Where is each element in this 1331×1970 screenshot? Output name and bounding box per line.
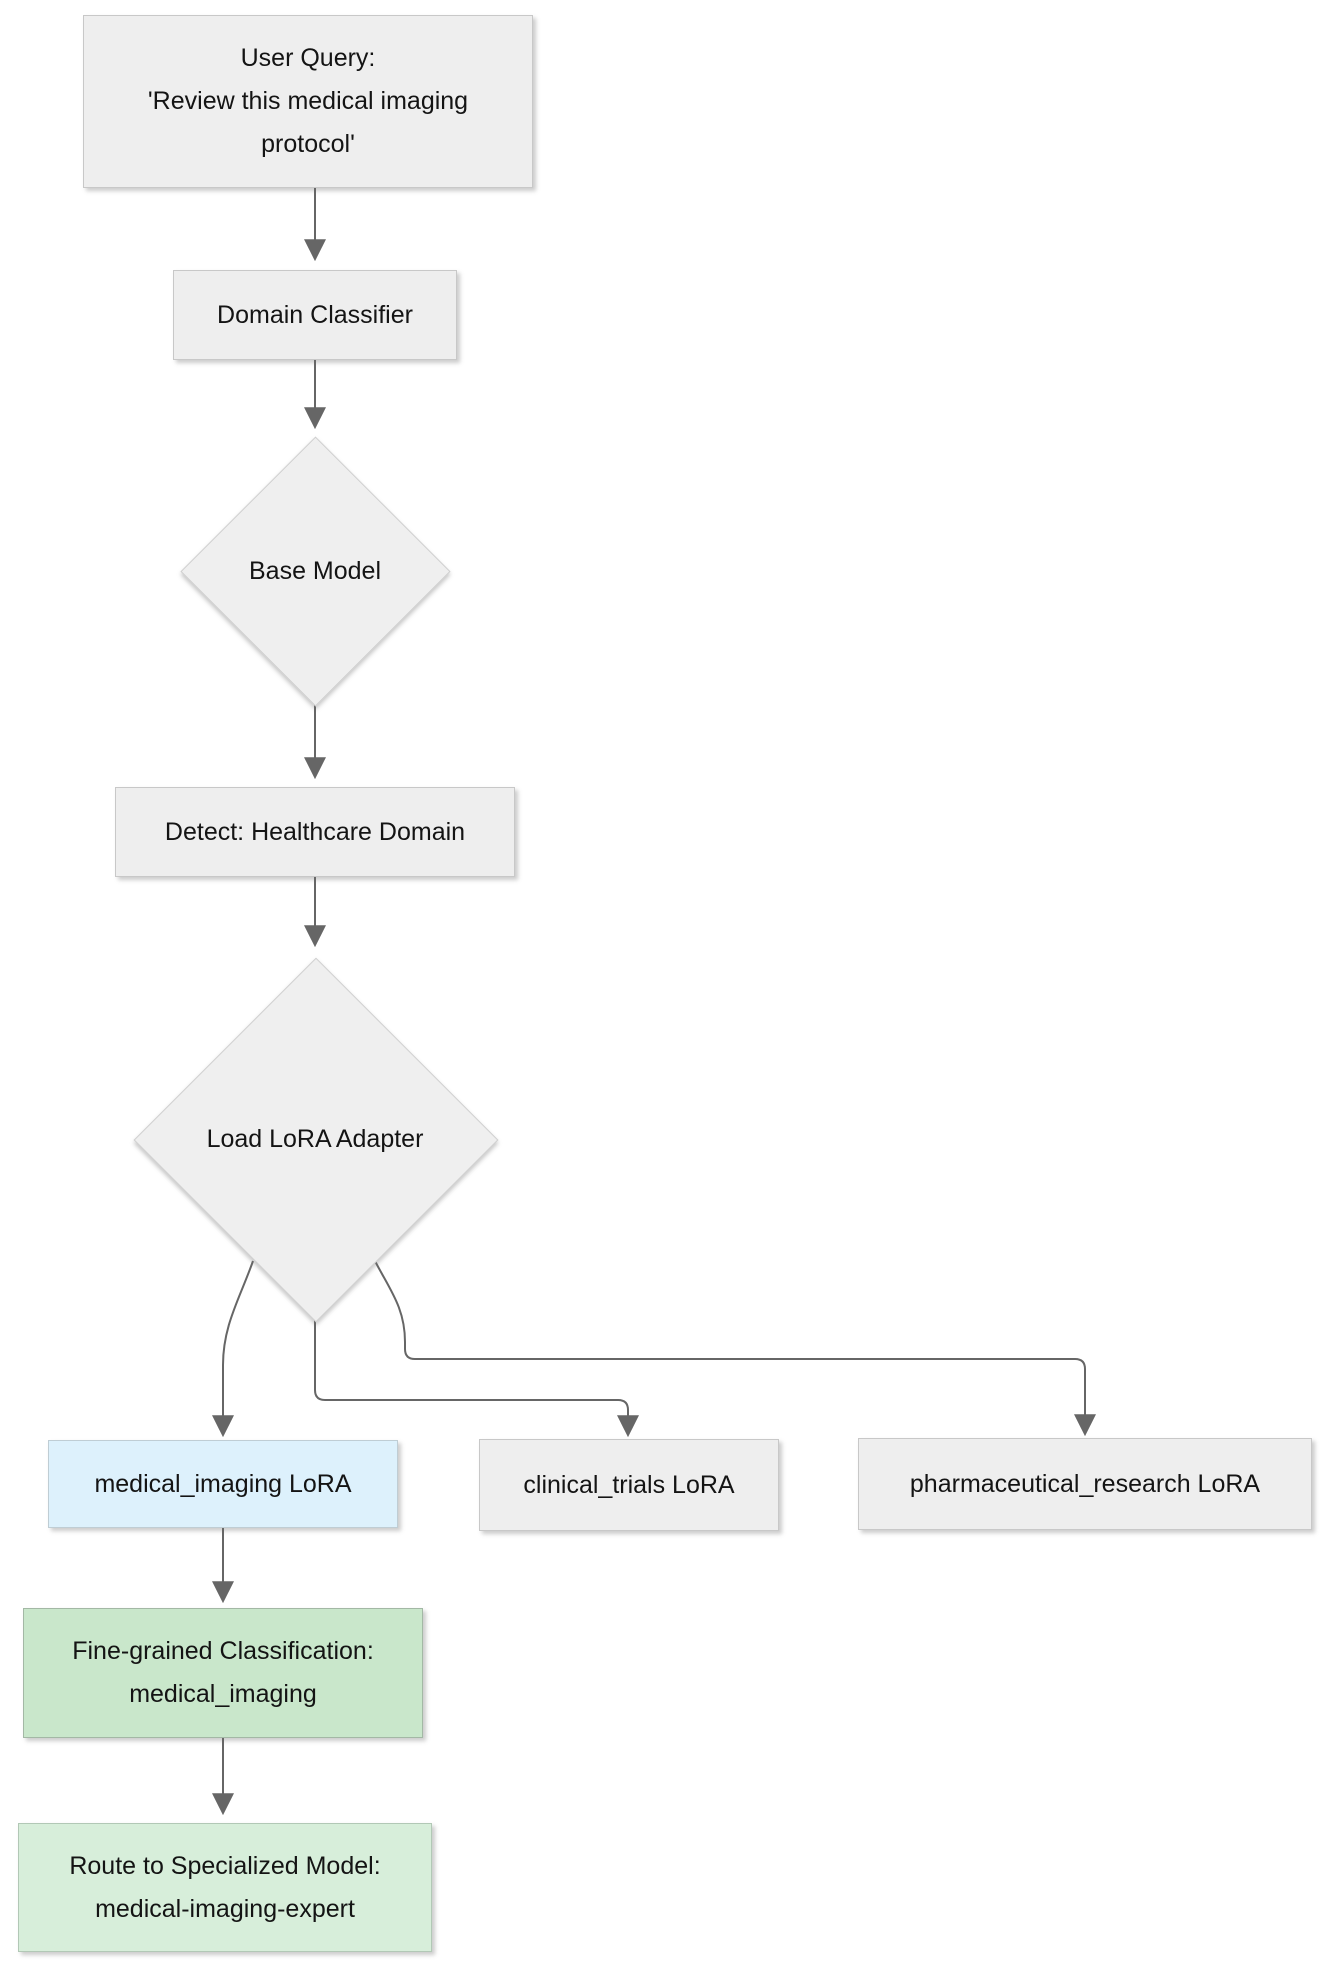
node-clinical-trials-lora: clinical_trials LoRA — [479, 1439, 779, 1531]
node-route-specialized-label: Route to Specialized Model: medical-imag… — [69, 1851, 381, 1923]
edge-load-lora-to-clinical-trials — [314, 1319, 639, 1438]
node-pharmaceutical-lora-label: pharmaceutical_research LoRA — [909, 1469, 1261, 1498]
node-fine-grained-label: Fine-grained Classification: medical_ima… — [72, 1637, 374, 1708]
node-medical-imaging-lora-label: medical_imaging LoRA — [94, 1469, 352, 1498]
node-medical-imaging-lora: medical_imaging LoRA — [48, 1440, 398, 1528]
node-fine-grained: Fine-grained Classification: medical_ima… — [23, 1608, 423, 1738]
node-pharmaceutical-lora: pharmaceutical_research LoRA — [858, 1438, 1312, 1530]
node-domain-classifier-label: Domain Classifier — [217, 300, 413, 329]
node-detect-healthcare-label: Detect: Healthcare Domain — [164, 817, 466, 846]
edge-load-lora-to-pharmaceutical — [374, 1260, 1096, 1437]
node-clinical-trials-lora-label: clinical_trials LoRA — [523, 1470, 735, 1499]
node-domain-classifier: Domain Classifier — [173, 270, 457, 360]
node-user-query-label: User Query: 'Review this medical imaging… — [147, 44, 469, 158]
node-detect-healthcare: Detect: Healthcare Domain — [115, 787, 515, 877]
node-user-query: User Query: 'Review this medical imaging… — [83, 15, 533, 188]
node-route-specialized: Route to Specialized Model: medical-imag… — [18, 1823, 432, 1952]
edge-load-lora-to-medical-imaging — [212, 1260, 254, 1438]
